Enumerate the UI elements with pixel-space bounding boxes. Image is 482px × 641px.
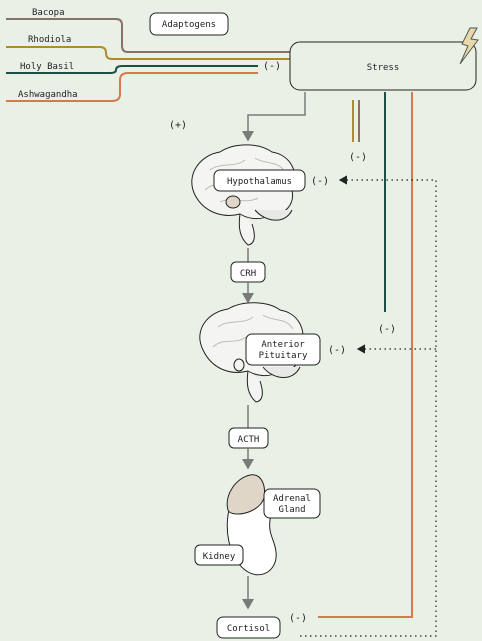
bacopa-line bbox=[6, 18, 290, 53]
pituitary-inhibition-sign: (-) bbox=[328, 345, 346, 356]
anterior-pituitary-label-line2: Pituitary bbox=[259, 351, 308, 361]
adrenal-gland-label-line2: Gland bbox=[278, 505, 305, 515]
cortisol-box bbox=[216, 616, 281, 639]
anterior-pituitary-label-box bbox=[245, 333, 321, 366]
adaptogen-inhibition-sign-2: (-) bbox=[378, 324, 396, 335]
stress-to-hypothalamus-arrow bbox=[242, 92, 306, 142]
ashwagandha-line bbox=[6, 72, 258, 102]
kidney-label: Kidney bbox=[203, 552, 236, 562]
kidney-label-box bbox=[194, 544, 244, 566]
anterior-pituitary-label-line1: Anterior bbox=[261, 340, 305, 350]
hypothalamus-label-box bbox=[213, 169, 306, 192]
herb-label-rhodiola: Rhodiola bbox=[28, 35, 71, 45]
lightning-icon bbox=[459, 27, 479, 65]
stress-label: Stress bbox=[367, 63, 400, 73]
herb-label-bacopa: Bacopa bbox=[32, 8, 65, 18]
herb-label-ashwagandha: Ashwagandha bbox=[18, 90, 78, 100]
adaptogens-label-box bbox=[149, 12, 229, 36]
hypothalamus-inhibition-sign: (-) bbox=[311, 176, 329, 187]
hypothalamus-label: Hypothalamus bbox=[227, 177, 292, 187]
crh-label: CRH bbox=[240, 269, 256, 279]
ashwagandha-cortisol-line bbox=[318, 92, 413, 618]
brain-icon-hypothalamus bbox=[191, 144, 296, 246]
rhodiola-line bbox=[6, 46, 290, 60]
adrenal-gland-label-line1: Adrenal bbox=[273, 494, 311, 504]
cortisol-label: Cortisol bbox=[227, 624, 270, 634]
herb-label-holy-basil: Holy Basil bbox=[20, 62, 74, 72]
stress-activation-sign: (+) bbox=[169, 120, 187, 131]
cortisol-feedback-line bbox=[300, 175, 437, 637]
stress-inhibition-sign: (-) bbox=[263, 61, 281, 72]
stress-box bbox=[289, 41, 477, 91]
adaptogens-label: Adaptogens bbox=[162, 20, 216, 30]
adrenal-gland-label-box bbox=[263, 488, 321, 519]
holy-basil-line bbox=[6, 65, 258, 74]
acth-label: ACTH bbox=[238, 435, 260, 445]
adaptogen-inhibition-sign-1: (-) bbox=[349, 152, 367, 163]
cortisol-inhibition-sign: (-) bbox=[289, 613, 307, 624]
